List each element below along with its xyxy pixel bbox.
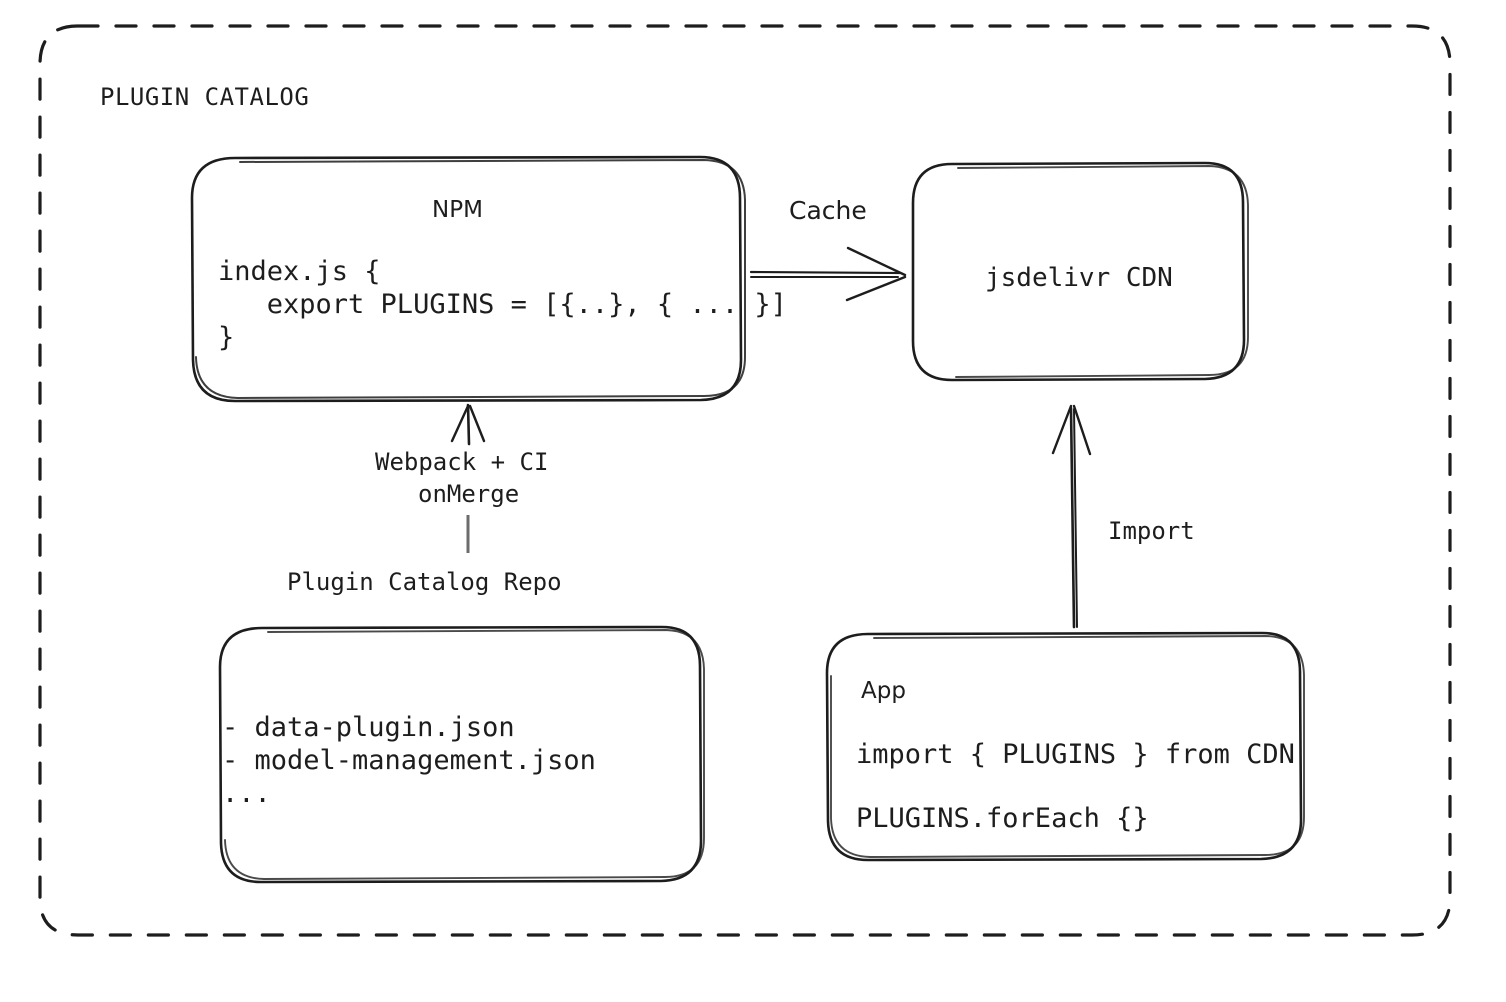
npm-code-line-3: }	[218, 322, 235, 353]
repo-node-outside-label: Plugin Catalog Repo	[287, 568, 562, 596]
repo-file-line-1: - data-plugin.json	[222, 712, 515, 743]
app-node-title: App	[861, 678, 906, 704]
app-node-border	[825, 631, 1305, 862]
edge-repo-to-npm	[450, 403, 486, 553]
repo-node-border	[218, 625, 705, 884]
edge-label-onmerge: onMerge	[418, 480, 520, 508]
cdn-node-title: jsdelivr CDN	[985, 263, 1173, 293]
npm-node-border	[190, 155, 746, 403]
repo-file-line-2: - model-management.json	[222, 745, 596, 776]
npm-code-line-2: export PLUGINS = [{..}, { ... }]	[218, 289, 787, 320]
repo-file-line-3: ...	[222, 778, 271, 809]
container-title: PLUGIN CATALOG	[100, 83, 310, 111]
edge-label-cache: Cache	[789, 196, 867, 225]
edge-npm-to-cdn	[749, 246, 907, 302]
cdn-node-border	[911, 161, 1249, 382]
app-code-line-2: PLUGINS.forEach {}	[856, 803, 1149, 834]
edge-label-import: Import	[1108, 517, 1195, 545]
plugin-catalog-container-border	[38, 24, 1452, 937]
npm-node-title: NPM	[432, 197, 483, 223]
app-code-line-1: import { PLUGINS } from CDN	[856, 739, 1295, 770]
npm-code-line-1: index.js {	[218, 256, 381, 287]
edge-label-webpack-ci: Webpack + CI	[375, 448, 549, 476]
edge-app-to-cdn	[1051, 404, 1092, 629]
